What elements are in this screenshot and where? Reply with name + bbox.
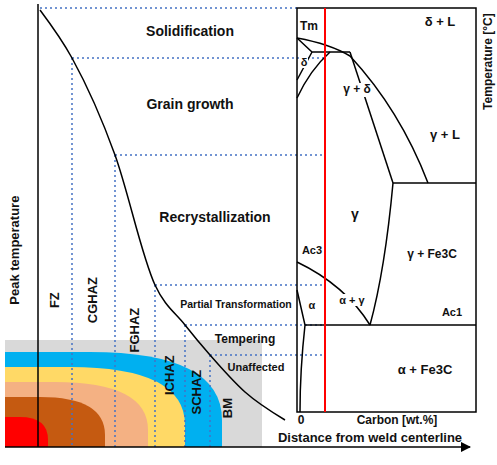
phase-label: Tm: [299, 20, 319, 33]
phase-label: δ + L: [424, 15, 457, 29]
region-label: Unaffected: [228, 361, 285, 373]
axis-tick: 0: [298, 414, 305, 427]
y-axis: [37, 4, 39, 447]
phase-label: Ac1: [441, 306, 463, 318]
region-label: Solidification: [145, 24, 235, 39]
phase-label: γ + Fe3C: [406, 248, 458, 261]
weld-cross-section: [5, 340, 262, 447]
guide-lines: [40, 8, 325, 447]
composition-line: [324, 8, 326, 412]
phase-label: Ac3: [301, 244, 323, 256]
phase-label: δ: [300, 56, 309, 68]
phase-diagram: [297, 8, 476, 412]
region-label: Tempering: [215, 333, 275, 346]
zone-label: BM: [221, 398, 235, 418]
axis-title: Peak temperature: [9, 195, 23, 304]
zone-label: FZ: [48, 292, 62, 308]
phase-label: α + γ: [338, 294, 365, 306]
zone-label: CGHAZ: [86, 277, 100, 323]
x-axis: [5, 446, 470, 448]
zone-label: ICHAZ: [163, 355, 177, 395]
axis-title: Distance from weld centerline: [278, 431, 462, 445]
axis-title: Temperature [°C]: [481, 14, 494, 111]
axis-title: Carbon [wt.%]: [357, 414, 438, 427]
region-label: Recrystallization: [158, 210, 271, 225]
phase-label: γ + L: [429, 128, 461, 142]
zone-label: SCHAZ: [190, 370, 204, 415]
peak-temperature-curve: [40, 10, 285, 420]
region-label: Partial Transformation: [180, 299, 291, 311]
phase-label: γ: [350, 207, 360, 222]
phase-label: α + Fe3C: [397, 363, 454, 377]
phase-label: α: [308, 299, 317, 311]
region-label: Grain growth: [145, 97, 234, 112]
phase-label: γ + δ: [342, 83, 372, 96]
zone-label: FGHAZ: [128, 308, 142, 353]
